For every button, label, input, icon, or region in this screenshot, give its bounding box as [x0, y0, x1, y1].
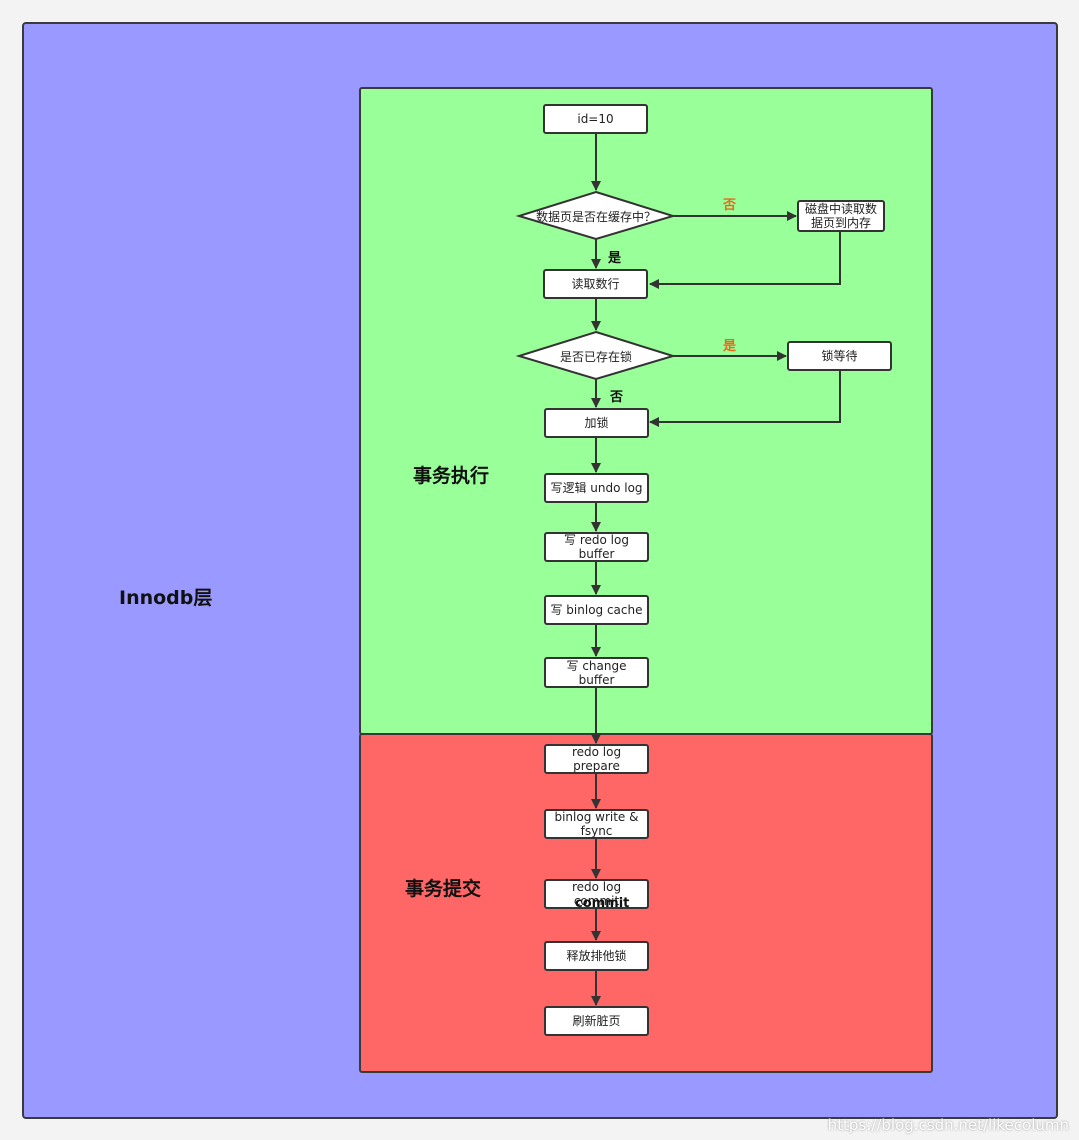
transaction-execution-region: [359, 87, 933, 735]
node-write-binlog-cache: 写 binlog cache: [544, 595, 649, 625]
watermark-text: https://blog.csdn.net/likecolumn: [827, 1116, 1069, 1134]
edge-label-cache-no: 否: [723, 198, 737, 213]
edge-label-cache-yes: 是: [608, 251, 622, 266]
node-release-lock: 释放排他锁: [544, 941, 649, 971]
node-read-row: 读取数行: [543, 269, 648, 299]
commit-overlay-text: commit: [575, 896, 630, 911]
node-add-lock: 加锁: [544, 408, 649, 438]
node-redo-log-prepare: redo log prepare: [544, 744, 649, 774]
transaction-commit-label: 事务提交: [405, 878, 482, 900]
node-redo-log-commit: redo log commit: [544, 879, 649, 909]
transaction-execution-label: 事务执行: [413, 465, 490, 487]
node-write-undo-log: 写逻辑 undo log: [544, 473, 649, 503]
node-lock-wait: 锁等待: [787, 341, 892, 371]
edge-label-lock-no: 否: [610, 390, 624, 405]
node-flush-dirty-pages: 刷新脏页: [544, 1006, 649, 1036]
node-start-id: id=10: [543, 104, 648, 134]
node-write-redo-buffer: 写 redo log buffer: [544, 532, 649, 562]
node-read-disk: 磁盘中读取数据页到内存: [797, 200, 885, 232]
node-binlog-write-fsync: binlog write & fsync: [544, 809, 649, 839]
node-write-change-buffer: 写 change buffer: [544, 657, 649, 688]
decision-cache-text: 数据页是否在缓存中？: [535, 209, 656, 224]
innodb-layer-label: Innodb层: [119, 587, 213, 609]
edge-label-lock-yes: 是: [723, 339, 737, 354]
decision-lock-text: 是否已存在锁: [559, 349, 632, 364]
